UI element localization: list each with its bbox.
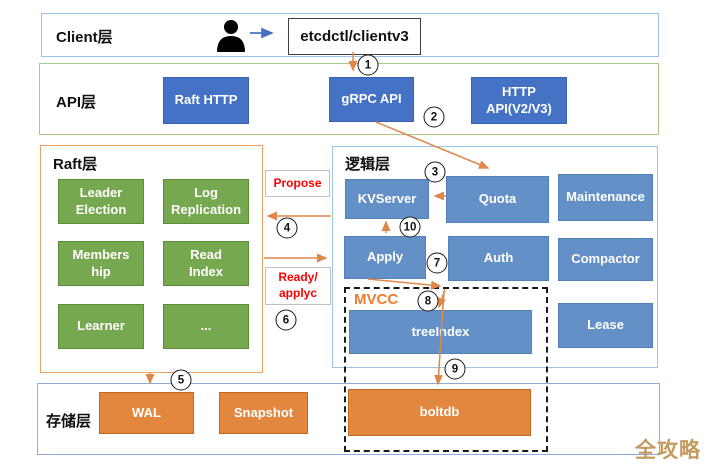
treeindex-box: treeIndex [349,310,532,354]
api-layer-label: API层 [56,94,97,111]
raft-layer-label: Raft层 [53,156,98,173]
learner-box: Learner [58,304,144,349]
step-5-badge: 5 [170,369,192,391]
log-replication-box: Log Replication [163,179,249,224]
step-4-badge: 4 [276,217,298,239]
propose-label: Propose [265,170,330,197]
storage-layer-label: 存储层 [46,413,92,430]
ready-applyc-label: Ready/ applyc [265,267,331,305]
leader-election-box: Leader Election [58,179,144,224]
lease-box: Lease [558,303,653,348]
logic-layer-label: 逻辑层 [345,156,391,173]
step-10-badge: 10 [399,216,421,238]
storage-layer: 存储层 WAL Snapshot boltdb [37,383,660,455]
watermark-text: 全攻略 [635,439,701,462]
kvserver-box: KVServer [345,179,429,219]
step-1-badge: 1 [357,54,379,76]
compactor-box: Compactor [558,238,653,281]
http-api-box: HTTP API(V2/V3) [471,77,567,124]
read-index-box: Read Index [163,241,249,286]
snapshot-box: Snapshot [219,392,308,434]
step-9-badge: 9 [444,358,466,380]
step-6-badge: 6 [275,309,297,331]
maintenance-box: Maintenance [558,174,653,221]
apply-box: Apply [344,236,426,279]
boltdb-box: boltdb [348,389,531,436]
user-person-icon [213,18,249,54]
etcdctl-clientv3-box: etcdctl/clientv3 [288,18,421,55]
api-layer: API层 Raft HTTP gRPC API HTTP API(V2/V3) [39,63,659,135]
raft-more-box: ... [163,304,249,349]
client-layer-label: Client层 [56,29,113,46]
logic-layer: 逻辑层 KVServer Quota Maintenance Apply Aut… [332,146,658,368]
step-3-badge: 3 [424,161,446,183]
step-2-badge: 2 [423,106,445,128]
step-7-badge: 7 [426,252,448,274]
wal-box: WAL [99,392,194,434]
membership-box: Members hip [58,241,144,286]
raft-layer: Raft层 Leader Election Log Replication Me… [40,145,263,373]
quota-box: Quota [446,176,549,223]
auth-box: Auth [448,236,549,281]
step-8-badge: 8 [417,290,439,312]
raft-http-box: Raft HTTP [163,77,249,124]
client-layer: Client层 etcdctl/clientv3 [41,13,659,57]
mvcc-label: MVCC [354,291,399,308]
grpc-api-box: gRPC API [329,77,414,122]
